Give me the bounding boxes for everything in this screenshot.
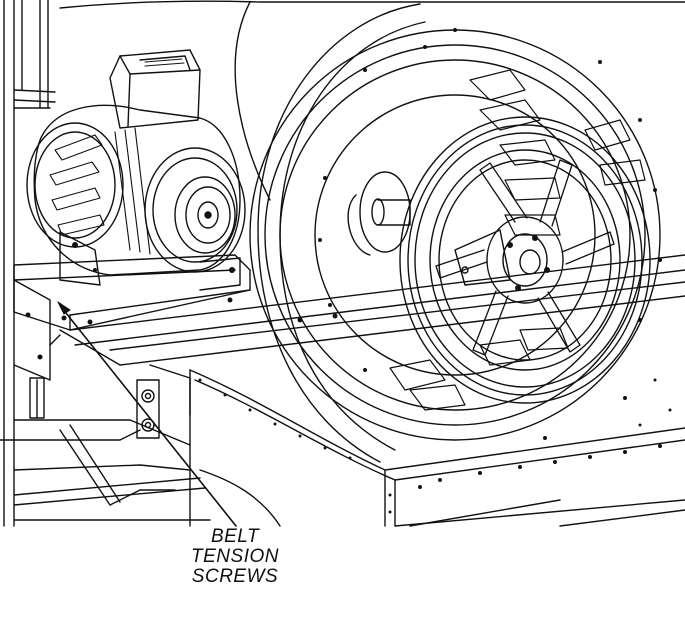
callout-line-1: BELT — [210, 526, 260, 547]
callout-leader-line — [61, 307, 237, 527]
frame — [0, 0, 211, 527]
support-rails — [49, 254, 685, 366]
fan-pulley — [347, 116, 651, 404]
motor — [26, 49, 246, 291]
belt-tension-screws-callout: BELT TENSION SCREWS — [165, 527, 305, 587]
callout-line-2: TENSION — [191, 546, 279, 567]
blower-housing — [59, 0, 685, 463]
motor-base-plate — [13, 254, 251, 381]
callout-arrowhead — [57, 301, 71, 315]
callout-line-3: SCREWS — [191, 566, 279, 587]
lower-structure — [13, 364, 685, 527]
